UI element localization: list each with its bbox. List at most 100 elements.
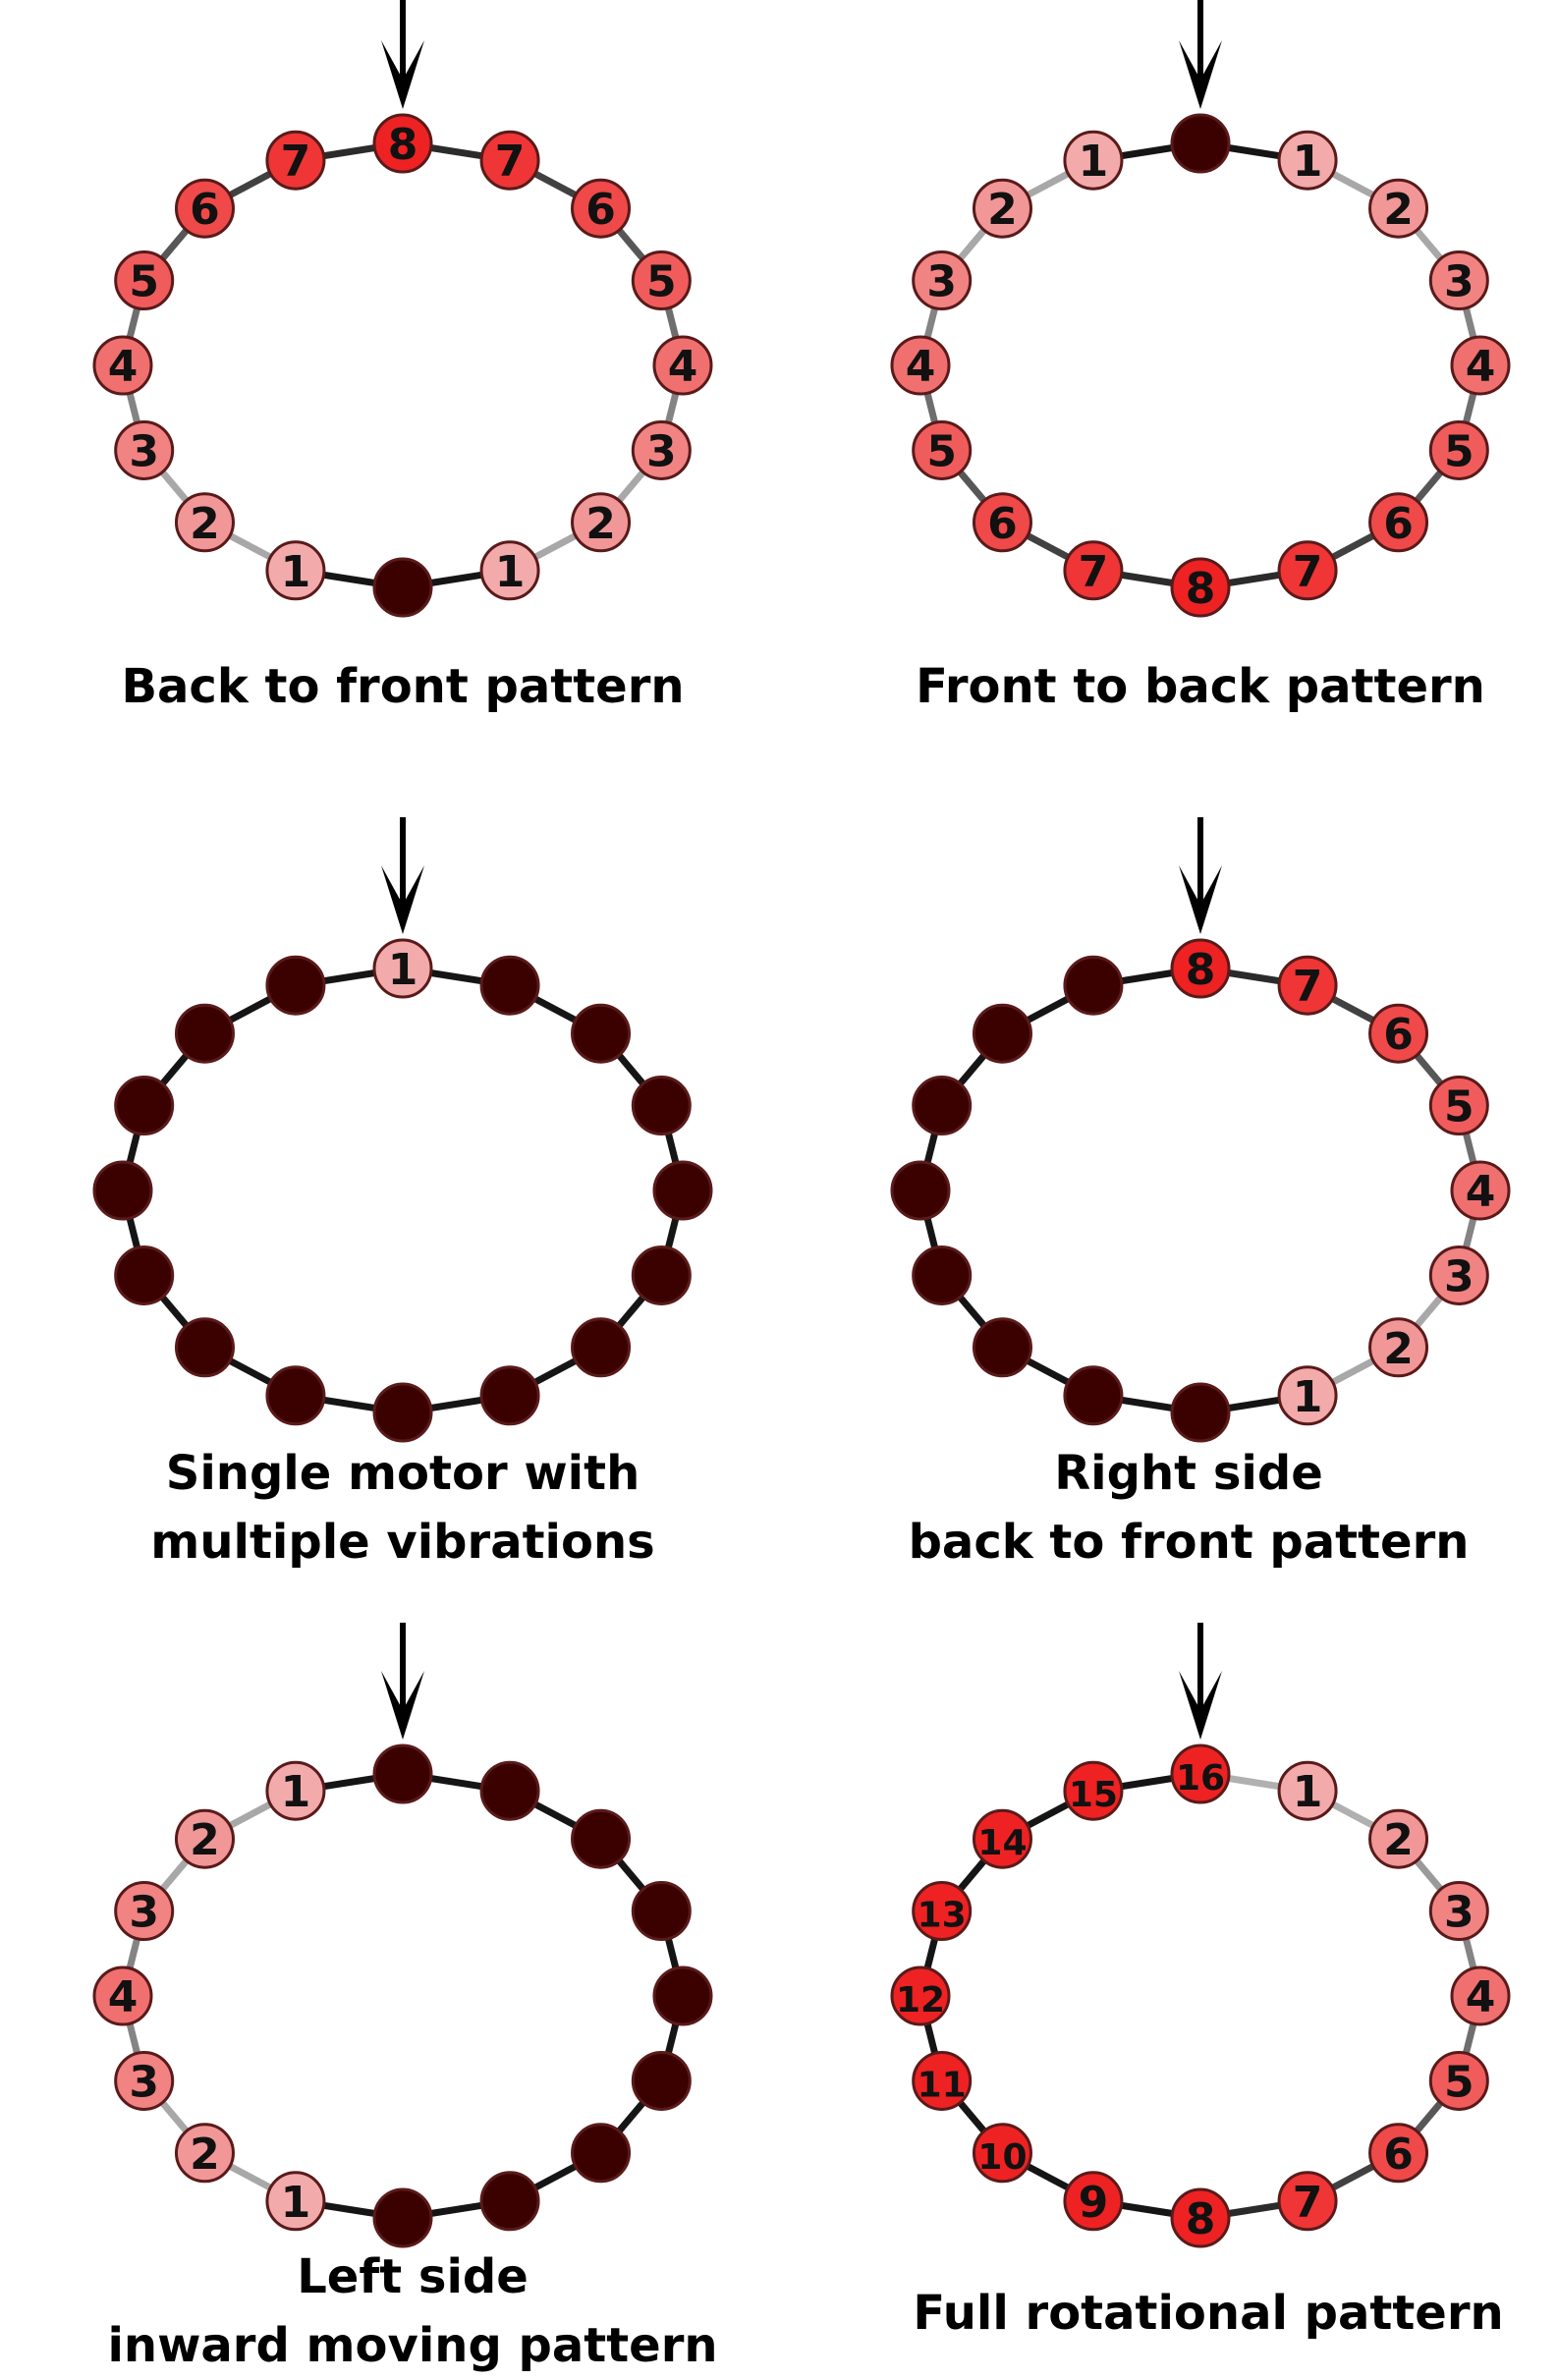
motor-label: 2	[1383, 1815, 1414, 1865]
motor-label: 1	[1293, 1372, 1323, 1422]
motor-label: 5	[1444, 1082, 1475, 1133]
motor-dot	[1063, 1760, 1124, 1821]
motor-dot	[174, 1317, 235, 1378]
motor-dot	[652, 1160, 713, 1221]
motor-dot	[265, 130, 326, 191]
motor-label: 4	[108, 342, 139, 392]
motor-dot	[92, 1965, 153, 2026]
motor-dot	[912, 1245, 973, 1305]
arrow-head	[1179, 40, 1222, 109]
arrow-head	[1179, 865, 1222, 934]
motor-label: 4	[1466, 1972, 1496, 2022]
motor-dot	[1428, 250, 1489, 311]
motor-dot	[174, 1003, 235, 1064]
motor-dot	[174, 178, 235, 239]
motor-dot	[1428, 2050, 1489, 2111]
ring-single-motor: 1	[92, 817, 713, 1443]
motor-dot	[1170, 2187, 1231, 2248]
motor-dot	[1063, 130, 1124, 191]
arrow-head	[381, 1671, 424, 1740]
motor-label: 12	[896, 1980, 945, 2020]
motor-dot	[571, 1003, 632, 1064]
motor-dot	[652, 1965, 713, 2026]
label-front-to-back: Front to back pattern	[916, 659, 1485, 714]
label-right-side: Right side back to front pattern	[908, 1446, 1470, 1570]
motor-dot	[912, 419, 973, 480]
motor-dot	[479, 1760, 540, 1821]
motor-label: 9	[1079, 2178, 1109, 2228]
motor-dot	[1428, 1245, 1489, 1305]
motor-label: 7	[281, 137, 311, 187]
motor-dot	[479, 1365, 540, 1426]
motor-label: 3	[646, 426, 677, 476]
motor-label: 3	[1444, 1888, 1475, 1938]
motor-label: 1	[281, 1767, 311, 1817]
motor-dot	[1450, 1965, 1511, 2026]
arrow-head	[381, 40, 424, 109]
arrow-head	[381, 865, 424, 934]
motor-label: 3	[129, 426, 159, 476]
motor-dot	[1428, 1076, 1489, 1136]
motor-label: 7	[1293, 962, 1323, 1012]
motor-label: 2	[1383, 1324, 1414, 1374]
motor-label: 6	[1383, 2130, 1414, 2180]
motor-dot	[912, 1881, 973, 1942]
motor-label: 5	[129, 257, 159, 307]
motor-label: 8	[388, 120, 418, 170]
arrow-head	[1179, 1671, 1222, 1740]
motor-dot	[1450, 335, 1511, 396]
motor-dot	[1277, 1760, 1338, 1821]
motor-dot	[912, 2050, 973, 2111]
motor-label: 2	[190, 499, 220, 549]
motor-dot	[1277, 540, 1338, 601]
motor-label: 7	[1293, 547, 1323, 597]
motor-dot	[114, 1245, 175, 1305]
motor-dot	[631, 1245, 692, 1305]
motor-label: 4	[108, 1972, 139, 2022]
motor-dot	[372, 938, 433, 999]
motor-dot	[1063, 540, 1124, 601]
motor-label: 1	[388, 945, 418, 995]
motor-dot	[1063, 2171, 1124, 2232]
motor-dot	[265, 2171, 326, 2232]
motor-label: 3	[1444, 257, 1475, 307]
motor-dot	[1170, 113, 1231, 174]
motor-dot	[1277, 130, 1338, 191]
motor-dot	[265, 1365, 326, 1426]
motor-dot	[972, 1808, 1032, 1869]
motor-label: 7	[495, 137, 526, 187]
motor-dot	[1428, 419, 1489, 480]
motor-dot	[631, 250, 692, 311]
motor-dot	[1368, 2123, 1429, 2184]
motor-dot	[631, 2050, 692, 2111]
motor-dot	[631, 419, 692, 480]
motor-label: 3	[926, 257, 957, 307]
label-back-to-front: Back to front pattern	[121, 659, 685, 714]
motor-dot	[479, 540, 540, 601]
motor-dot	[1368, 492, 1429, 553]
motor-dot	[92, 335, 153, 396]
motor-dot	[1368, 178, 1429, 239]
motor-dot	[571, 1317, 632, 1378]
motor-label: 3	[129, 2057, 159, 2107]
motor-dot	[1368, 1808, 1429, 1869]
motor-dot	[972, 1003, 1032, 1064]
motor-dot	[1170, 557, 1231, 618]
motor-dot	[912, 250, 973, 311]
motor-label: 7	[1079, 547, 1109, 597]
motor-label: 10	[977, 2137, 1027, 2178]
motor-dot	[372, 1382, 433, 1443]
motor-dot	[372, 2187, 433, 2248]
motor-dot	[1368, 1317, 1429, 1378]
motor-dot	[372, 557, 433, 618]
motor-label: 6	[1383, 1010, 1414, 1060]
motor-dot	[265, 1760, 326, 1821]
motor-dot	[972, 178, 1032, 239]
motor-label: 8	[1186, 2194, 1216, 2244]
motor-dot	[972, 1317, 1032, 1378]
